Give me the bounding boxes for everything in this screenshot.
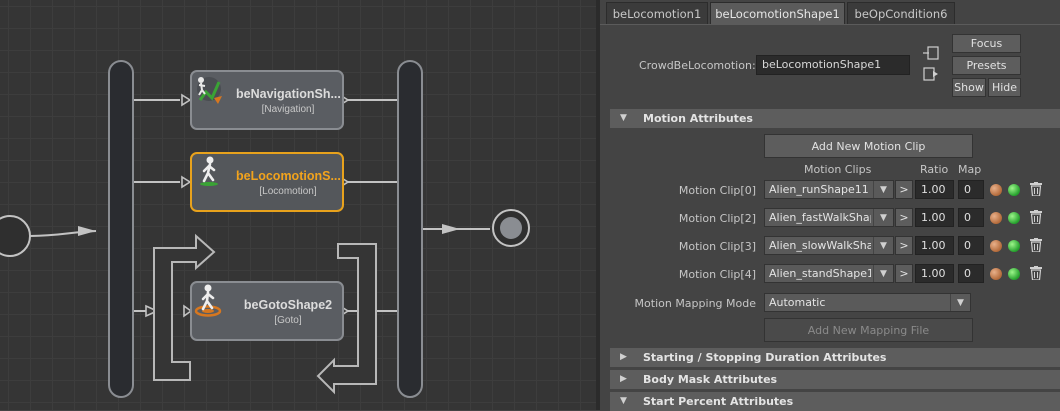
focus-input-icon[interactable]	[922, 45, 940, 61]
node-title: beLocomotionS...	[236, 169, 340, 183]
node-title: beGotoShape2	[243, 298, 333, 312]
trash-icon[interactable]	[1030, 182, 1042, 196]
walking-figure-icon	[200, 156, 218, 186]
attribute-editor: beLocomotion1 beLocomotionShape1 beOpCon…	[600, 0, 1060, 411]
keyframe-status-icon[interactable]	[990, 240, 1002, 252]
ratio-field[interactable]: 1.00	[915, 264, 954, 283]
dropdown-arrow-icon: ▼	[873, 181, 893, 198]
loop-arrow-right	[316, 243, 377, 395]
enabled-status-icon[interactable]	[1008, 240, 1020, 252]
column-header-map: Map	[958, 163, 982, 176]
collapse-triangle-icon: ▼	[620, 113, 627, 123]
hide-button[interactable]: Hide	[988, 78, 1021, 97]
open-clip-button[interactable]: >	[895, 264, 913, 283]
add-mapping-file-button[interactable]: Add New Mapping File	[764, 318, 973, 342]
dropdown-arrow-icon: ▼	[873, 237, 893, 254]
map-field[interactable]: 0	[958, 264, 984, 283]
focus-output-icon[interactable]	[922, 66, 940, 82]
presets-button[interactable]: Presets	[952, 56, 1021, 75]
section-motion-attributes[interactable]: ▼ Motion Attributes	[610, 109, 1060, 128]
column-header-ratio: Ratio	[920, 163, 949, 176]
expand-triangle-icon: ▶	[620, 352, 627, 362]
map-field[interactable]: 0	[958, 208, 984, 227]
map-field[interactable]: 0	[958, 236, 984, 255]
node-title: beNavigationSh...	[236, 87, 340, 101]
add-motion-clip-button[interactable]: Add New Motion Clip	[764, 134, 973, 158]
collapse-triangle-icon: ▼	[620, 396, 627, 406]
tab-belocomotionshape1[interactable]: beLocomotionShape1	[710, 2, 845, 24]
crowd-node-label: CrowdBeLocomotion:	[639, 59, 756, 72]
goto-target-icon	[194, 284, 222, 317]
map-field[interactable]: 0	[958, 180, 984, 199]
tab-beopcondition6[interactable]: beOpCondition6	[847, 2, 955, 24]
motion-mapping-mode-select[interactable]: Automatic ▼	[764, 293, 971, 312]
ratio-field[interactable]: 1.00	[915, 236, 954, 255]
section-title: Motion Attributes	[643, 112, 753, 125]
dropdown-arrow-icon: ▼	[873, 265, 893, 282]
merge-gate	[397, 60, 423, 398]
expand-triangle-icon: ▶	[620, 374, 627, 384]
node-type: [Locomotion]	[259, 186, 317, 197]
tab-underline	[600, 24, 1060, 25]
tab-belocomotion1[interactable]: beLocomotion1	[606, 2, 708, 24]
entry-state-circle	[0, 215, 31, 257]
enabled-status-icon[interactable]	[1008, 268, 1020, 280]
node-type: [Navigation]	[261, 104, 315, 115]
node-navigation[interactable]: beNavigationSh... [Navigation]	[190, 70, 344, 130]
motion-clip-select[interactable]: Alien_fastWalkShape ▼	[764, 208, 894, 227]
keyframe-status-icon[interactable]	[990, 212, 1002, 224]
motion-clip-select[interactable]: Alien_slowWalkShap ▼	[764, 236, 894, 255]
trash-icon[interactable]	[1030, 210, 1042, 224]
keyframe-status-icon[interactable]	[990, 268, 1002, 280]
panel-splitter[interactable]	[596, 0, 600, 410]
motion-clip-select[interactable]: Alien_runShape11 ▼	[764, 180, 894, 199]
node-goto[interactable]: beGotoShape2 [Goto]	[190, 281, 344, 341]
motion-clip-label: Motion Clip[4]	[678, 268, 756, 281]
trash-icon[interactable]	[1030, 238, 1042, 252]
ratio-field[interactable]: 1.00	[915, 180, 954, 199]
dropdown-arrow-icon: ▼	[950, 294, 970, 311]
motion-clip-label: Motion Clip[2]	[678, 212, 756, 225]
dropdown-arrow-icon: ▼	[873, 209, 893, 226]
section-title: Start Percent Attributes	[643, 395, 794, 408]
section-starting-stopping-duration[interactable]: ▶ Starting / Stopping Duration Attribute…	[610, 348, 1060, 367]
motion-clip-label: Motion Clip[0]	[678, 184, 756, 197]
column-header-clips: Motion Clips	[804, 163, 872, 176]
node-name-field[interactable]: beLocomotionShape1	[756, 55, 910, 75]
loop-arrow-left	[153, 233, 216, 381]
show-button[interactable]: Show	[952, 78, 986, 97]
exit-state-circle	[500, 217, 522, 239]
section-title: Body Mask Attributes	[643, 373, 778, 386]
open-clip-button[interactable]: >	[895, 236, 913, 255]
motion-clip-label: Motion Clip[3]	[678, 240, 756, 253]
trash-icon[interactable]	[1030, 266, 1042, 280]
focus-button[interactable]: Focus	[952, 34, 1021, 53]
section-start-percent[interactable]: ▼ Start Percent Attributes	[610, 392, 1060, 411]
keyframe-status-icon[interactable]	[990, 184, 1002, 196]
motion-clip-select[interactable]: Alien_standShape1 ▼	[764, 264, 894, 283]
split-gate	[108, 60, 134, 398]
enabled-status-icon[interactable]	[1008, 184, 1020, 196]
node-type: [Goto]	[274, 315, 302, 326]
motion-mapping-mode-label: Motion Mapping Mode	[634, 297, 756, 310]
enabled-status-icon[interactable]	[1008, 212, 1020, 224]
open-clip-button[interactable]: >	[895, 180, 913, 199]
ratio-field[interactable]: 1.00	[915, 208, 954, 227]
behavior-graph-editor[interactable]: beNavigationSh... [Navigation] beLocomot…	[0, 0, 596, 410]
open-clip-button[interactable]: >	[895, 208, 913, 227]
section-title: Starting / Stopping Duration Attributes	[643, 351, 887, 364]
section-body-mask[interactable]: ▶ Body Mask Attributes	[610, 370, 1060, 389]
node-locomotion[interactable]: beLocomotionS... [Locomotion]	[190, 152, 344, 212]
navigation-icon	[197, 77, 222, 104]
